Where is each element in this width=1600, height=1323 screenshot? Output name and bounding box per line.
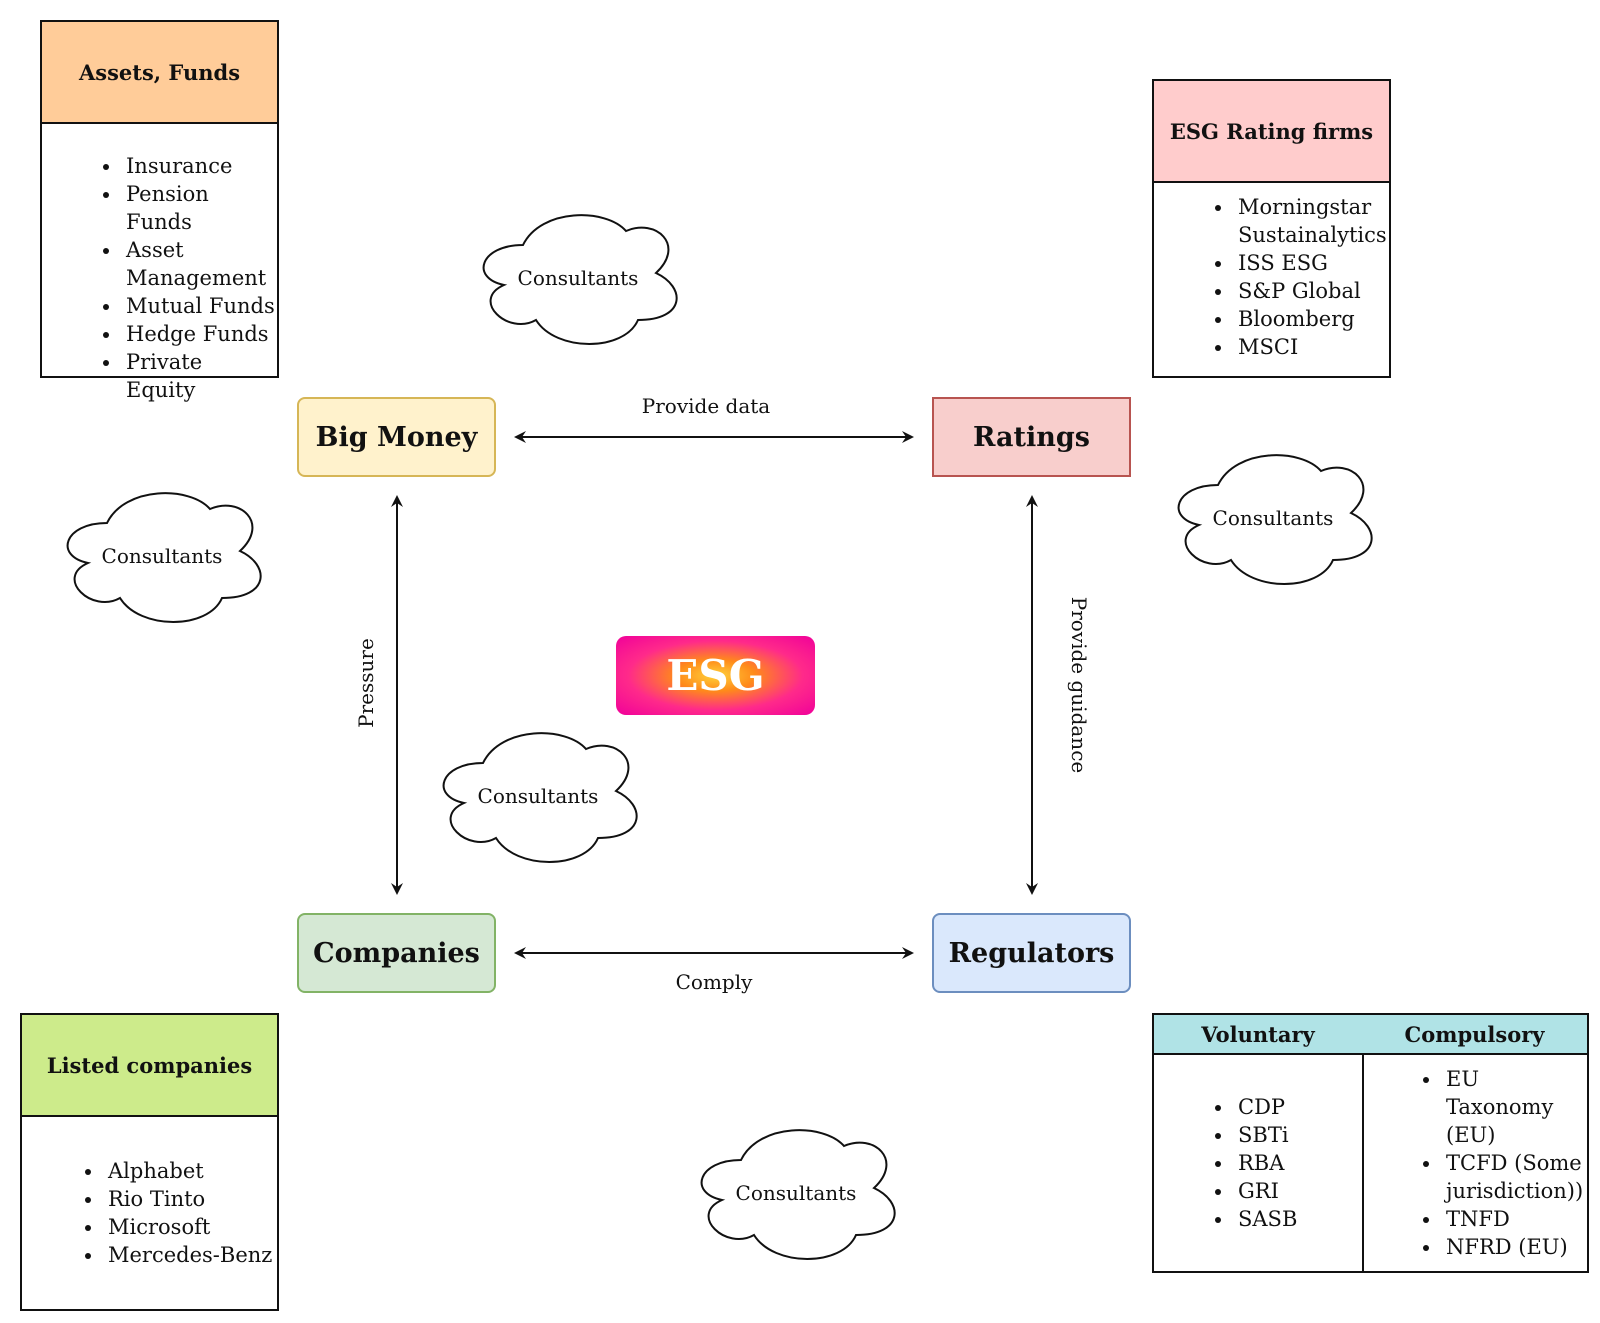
- compulsory-column: Compulsory EU Taxonomy (EU) TCFD (Some j…: [1362, 1015, 1587, 1271]
- consultants-label: Consultants: [477, 784, 599, 808]
- list-item: SASB: [1234, 1205, 1297, 1233]
- consultants-cloud-right: Consultants: [1163, 450, 1383, 590]
- esg-rating-firms-header: ESG Rating firms: [1154, 81, 1389, 183]
- list-item: Morningstar Sustainalytics: [1234, 193, 1389, 249]
- pressure-label: Pressure: [354, 638, 378, 728]
- voluntary-header: Voluntary: [1154, 1015, 1362, 1055]
- comply-label: Comply: [675, 970, 753, 994]
- list-item: Private Equity: [122, 348, 277, 404]
- list-item: Hedge Funds: [122, 320, 277, 348]
- consultants-label: Consultants: [517, 266, 639, 290]
- list-item: Bloomberg: [1234, 305, 1389, 333]
- cloud-shape-icon: [1177, 454, 1373, 585]
- assets-funds-header: Assets, Funds: [42, 22, 277, 124]
- cloud-shape-icon: [442, 732, 638, 863]
- regulators-node: Regulators: [932, 913, 1131, 993]
- companies-node: Companies: [297, 913, 496, 993]
- list-item: Alphabet: [104, 1157, 277, 1185]
- listed-companies-title: Listed companies: [46, 1052, 253, 1078]
- list-item: RBA: [1234, 1149, 1297, 1177]
- list-item: NFRD (EU): [1442, 1233, 1583, 1261]
- list-item: TCFD (Some jurisdiction)): [1442, 1149, 1583, 1205]
- consultants-cloud-center: Consultants: [428, 728, 648, 868]
- consultants-label: Consultants: [1212, 506, 1334, 530]
- voluntary-column: Voluntary CDP SBTi RBA GRI SASB: [1154, 1015, 1364, 1271]
- voluntary-list: CDP SBTi RBA GRI SASB: [1154, 1093, 1297, 1233]
- consultants-cloud-left: Consultants: [52, 488, 272, 628]
- list-item: ISS ESG: [1234, 249, 1389, 277]
- list-item: CDP: [1234, 1093, 1297, 1121]
- cloud-shape-icon: [700, 1129, 896, 1260]
- consultants-cloud-bottom: Consultants: [686, 1125, 906, 1265]
- consultants-label: Consultants: [735, 1181, 857, 1205]
- esg-rating-firms-box: ESG Rating firms Morningstar Sustainalyt…: [1152, 79, 1391, 378]
- list-item: SBTi: [1234, 1121, 1297, 1149]
- listed-companies-list: Alphabet Rio Tinto Microsoft Mercedes-Be…: [22, 1157, 277, 1269]
- provide-guidance-label: Provide guidance: [1067, 596, 1091, 774]
- listed-companies-box: Listed companies Alphabet Rio Tinto Micr…: [20, 1013, 279, 1311]
- list-item: S&P Global: [1234, 277, 1389, 305]
- listed-companies-header: Listed companies: [22, 1015, 277, 1117]
- assets-funds-title: Assets, Funds: [78, 59, 241, 85]
- cloud-shape-icon: [482, 214, 678, 345]
- esg-rating-firms-title: ESG Rating firms: [1169, 118, 1374, 144]
- list-item: Asset Management: [122, 236, 277, 292]
- list-item: TNFD: [1442, 1205, 1583, 1233]
- list-item: Insurance: [122, 152, 277, 180]
- provide-data-label: Provide data: [641, 394, 771, 418]
- list-item: GRI: [1234, 1177, 1297, 1205]
- esg-rating-firms-list: Morningstar Sustainalytics ISS ESG S&P G…: [1154, 193, 1389, 361]
- list-item: Pension Funds: [122, 180, 277, 236]
- compulsory-header: Compulsory: [1362, 1015, 1587, 1055]
- assets-funds-list: Insurance Pension Funds Asset Management…: [42, 152, 277, 404]
- list-item: Rio Tinto: [104, 1185, 277, 1213]
- compulsory-list: EU Taxonomy (EU) TCFD (Some jurisdiction…: [1362, 1065, 1583, 1261]
- consultants-cloud-top: Consultants: [468, 210, 688, 350]
- list-item: EU Taxonomy (EU): [1442, 1065, 1583, 1149]
- big-money-node: Big Money: [297, 397, 496, 477]
- list-item: Mutual Funds: [122, 292, 277, 320]
- list-item: MSCI: [1234, 333, 1389, 361]
- ratings-node: Ratings: [932, 397, 1131, 477]
- assets-funds-box: Assets, Funds Insurance Pension Funds As…: [40, 20, 279, 402]
- list-item: Mercedes-Benz: [104, 1241, 277, 1269]
- list-item: Microsoft: [104, 1213, 277, 1241]
- cloud-shape-icon: [66, 492, 262, 623]
- consultants-label: Consultants: [101, 544, 223, 568]
- regulation-frameworks-table: Voluntary CDP SBTi RBA GRI SASB Compulso…: [1152, 1013, 1589, 1273]
- esg-center-badge: ESG: [616, 636, 815, 715]
